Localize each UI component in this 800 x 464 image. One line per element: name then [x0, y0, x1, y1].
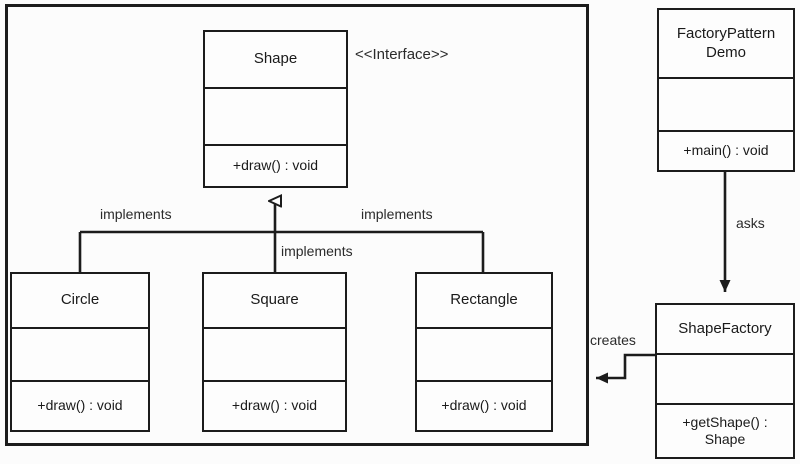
edge-label-asks: asks: [736, 215, 765, 231]
class-name-line-2: Demo: [705, 43, 746, 61]
class-name-rectangle: Rectangle: [450, 291, 518, 309]
class-operations-line-1: +getShape() :: [682, 413, 768, 430]
class-box-rectangle[interactable]: Rectangle +draw() : void: [415, 272, 553, 432]
class-name-shapefactory: ShapeFactory: [678, 319, 772, 337]
class-operations-factorypatterndemo: +main() : void: [659, 130, 793, 170]
class-attributes-shapefactory: [657, 353, 793, 403]
class-operations-shape: +draw() : void: [205, 144, 346, 186]
class-name-factorypatterndemo: FactoryPattern Demo: [659, 10, 793, 77]
edge-label-implements-left: implements: [100, 206, 172, 222]
class-box-circle[interactable]: Circle +draw() : void: [10, 272, 150, 432]
class-name-circle: Circle: [60, 291, 100, 309]
class-operations-square: +draw() : void: [204, 380, 345, 430]
stereotype-interface: <<Interface>>: [355, 46, 449, 63]
class-name-line-1: FactoryPattern: [676, 24, 776, 42]
class-box-shapefactory[interactable]: ShapeFactory +getShape() : Shape: [655, 303, 795, 459]
edge-label-creates: creates: [590, 332, 636, 348]
class-attributes-rectangle: [417, 327, 551, 380]
edge-label-implements-right: implements: [361, 206, 433, 222]
association-creates: [596, 353, 655, 384]
edge-label-implements-middle: implements: [281, 243, 353, 259]
class-box-square[interactable]: Square +draw() : void: [202, 272, 347, 432]
class-operations-line-2: Shape: [704, 431, 746, 447]
class-attributes-shape: [205, 87, 346, 144]
package-frame: [5, 4, 589, 446]
class-attributes-circle: [12, 327, 148, 380]
class-attributes-square: [204, 327, 345, 380]
class-operations-rectangle: +draw() : void: [417, 380, 551, 430]
class-box-factorypatterndemo[interactable]: FactoryPattern Demo +main() : void: [657, 8, 795, 172]
class-operations-shapefactory: +getShape() : Shape: [657, 403, 793, 457]
class-name-square: Square: [250, 291, 299, 309]
class-attributes-factorypatterndemo: [659, 77, 793, 130]
class-box-shape[interactable]: Shape +draw() : void: [203, 30, 348, 188]
class-operations-circle: +draw() : void: [12, 380, 148, 430]
class-name-shape: Shape: [253, 50, 298, 68]
